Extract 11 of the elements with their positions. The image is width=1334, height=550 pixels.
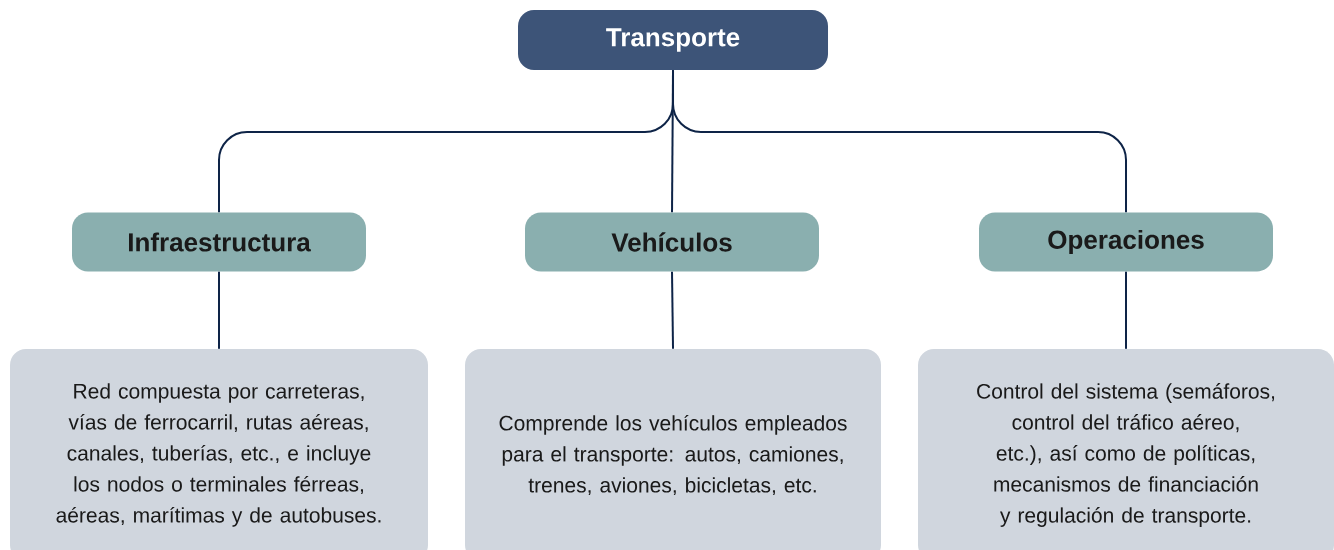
description-box: Comprende los vehículos empleados para el transporte: autos, camiones, trenes, aviones, bicicletas, etc. xyxy=(465,349,881,550)
description-box: Red compuesta por carreteras, vías de ferrocarril, rutas aéreas, canales, tuberías, etc., e incluye los nodos o terminales férreas, aéreas, marítimas y de autobuses. xyxy=(10,349,428,550)
connector-line xyxy=(1125,270,1127,350)
description-box: Control del sistema (semáforos, control del tráfico aéreo, etc.), así como de políticas, mecanismos de financiación y regulación de transporte. xyxy=(918,349,1334,550)
title-box: Transporte xyxy=(518,10,828,70)
connector-line xyxy=(671,270,674,350)
connector-line xyxy=(218,270,220,350)
connector-line xyxy=(672,69,1127,214)
category-box: Operaciones xyxy=(979,212,1273,272)
category-box: Infraestructura xyxy=(72,212,366,272)
category-box: Vehículos xyxy=(525,212,819,272)
